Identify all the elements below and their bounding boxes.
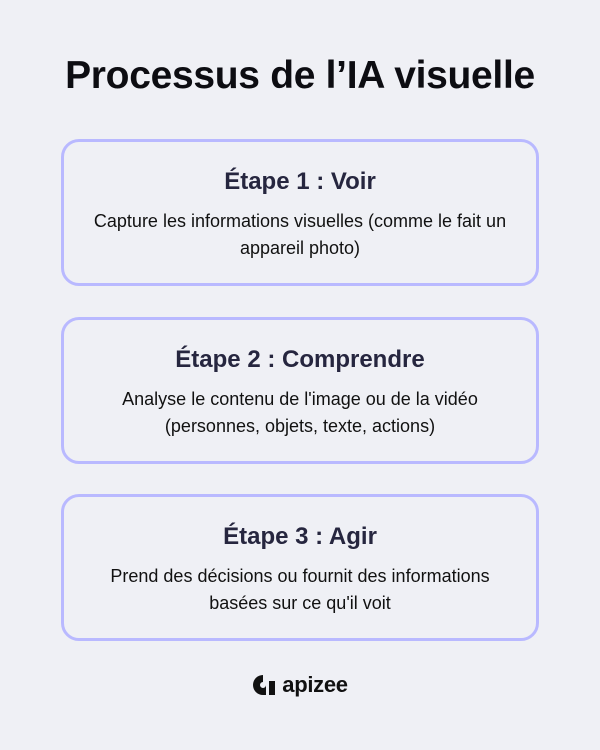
- step-heading: Étape 1 : Voir: [224, 168, 376, 195]
- page-title: Processus de l’IA visuelle: [65, 54, 535, 97]
- step-description: Analyse le contenu de l'image ou de la v…: [122, 389, 478, 436]
- step-card-2: Étape 2 : Comprendre Analyse le contenu …: [61, 317, 539, 464]
- apizee-logo-icon: [253, 675, 276, 695]
- step-card-1: Étape 1 : Voir Capture les informations …: [61, 139, 539, 286]
- step-description: Prend des décisions ou fournit des infor…: [110, 566, 490, 613]
- logo-text: apizee: [282, 672, 348, 697]
- brand-logo: apizee: [0, 672, 600, 698]
- step-heading: Étape 3 : Agir: [223, 523, 377, 550]
- step-description: Capture les informations visuelles (comm…: [93, 211, 507, 258]
- step-heading: Étape 2 : Comprendre: [175, 346, 425, 373]
- step-card-3: Étape 3 : Agir Prend des décisions ou fo…: [61, 494, 539, 641]
